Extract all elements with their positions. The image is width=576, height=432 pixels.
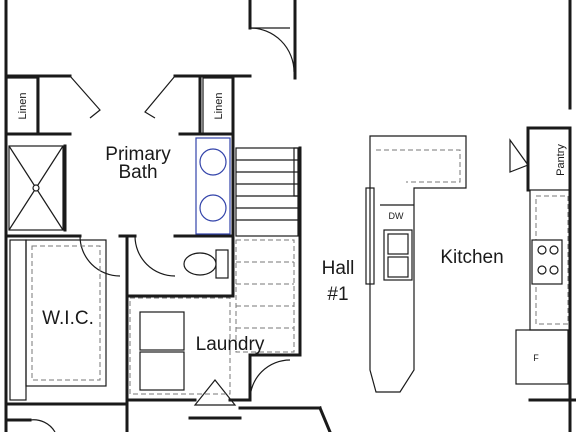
dishwasher-label: DW — [389, 211, 404, 221]
doors — [29, 27, 529, 432]
wic-shelves — [9, 239, 107, 401]
wic-label: W.I.C. — [42, 308, 94, 329]
kitchen-label: Kitchen — [440, 247, 503, 268]
stairs — [235, 147, 301, 353]
kitchen-right-counter — [515, 189, 571, 385]
toilet — [183, 249, 229, 279]
primary-bath-label-line2: Bath — [118, 162, 157, 183]
kitchen-counter — [365, 135, 467, 393]
hall-label-line2: #1 — [327, 284, 348, 305]
pantry-label: Pantry — [555, 144, 567, 176]
hall-label-line1: Hall — [322, 258, 355, 279]
shower — [8, 144, 67, 232]
vanity — [195, 137, 231, 235]
linen-right-label: Linen — [213, 93, 225, 120]
fridge-label: F — [533, 353, 539, 363]
laundry-label: Laundry — [196, 334, 265, 355]
linen-left-label: Linen — [17, 93, 29, 120]
walls — [4, 0, 576, 432]
laundry-appliances — [129, 297, 231, 395]
closet-labels: Linen Linen Pantry — [17, 93, 567, 176]
appliance-labels: DW F — [389, 211, 540, 363]
room-labels: Primary Bath W.I.C. Laundry Hall #1 Kitc… — [42, 144, 504, 355]
primary-bath-label-line1: Primary — [105, 144, 171, 165]
